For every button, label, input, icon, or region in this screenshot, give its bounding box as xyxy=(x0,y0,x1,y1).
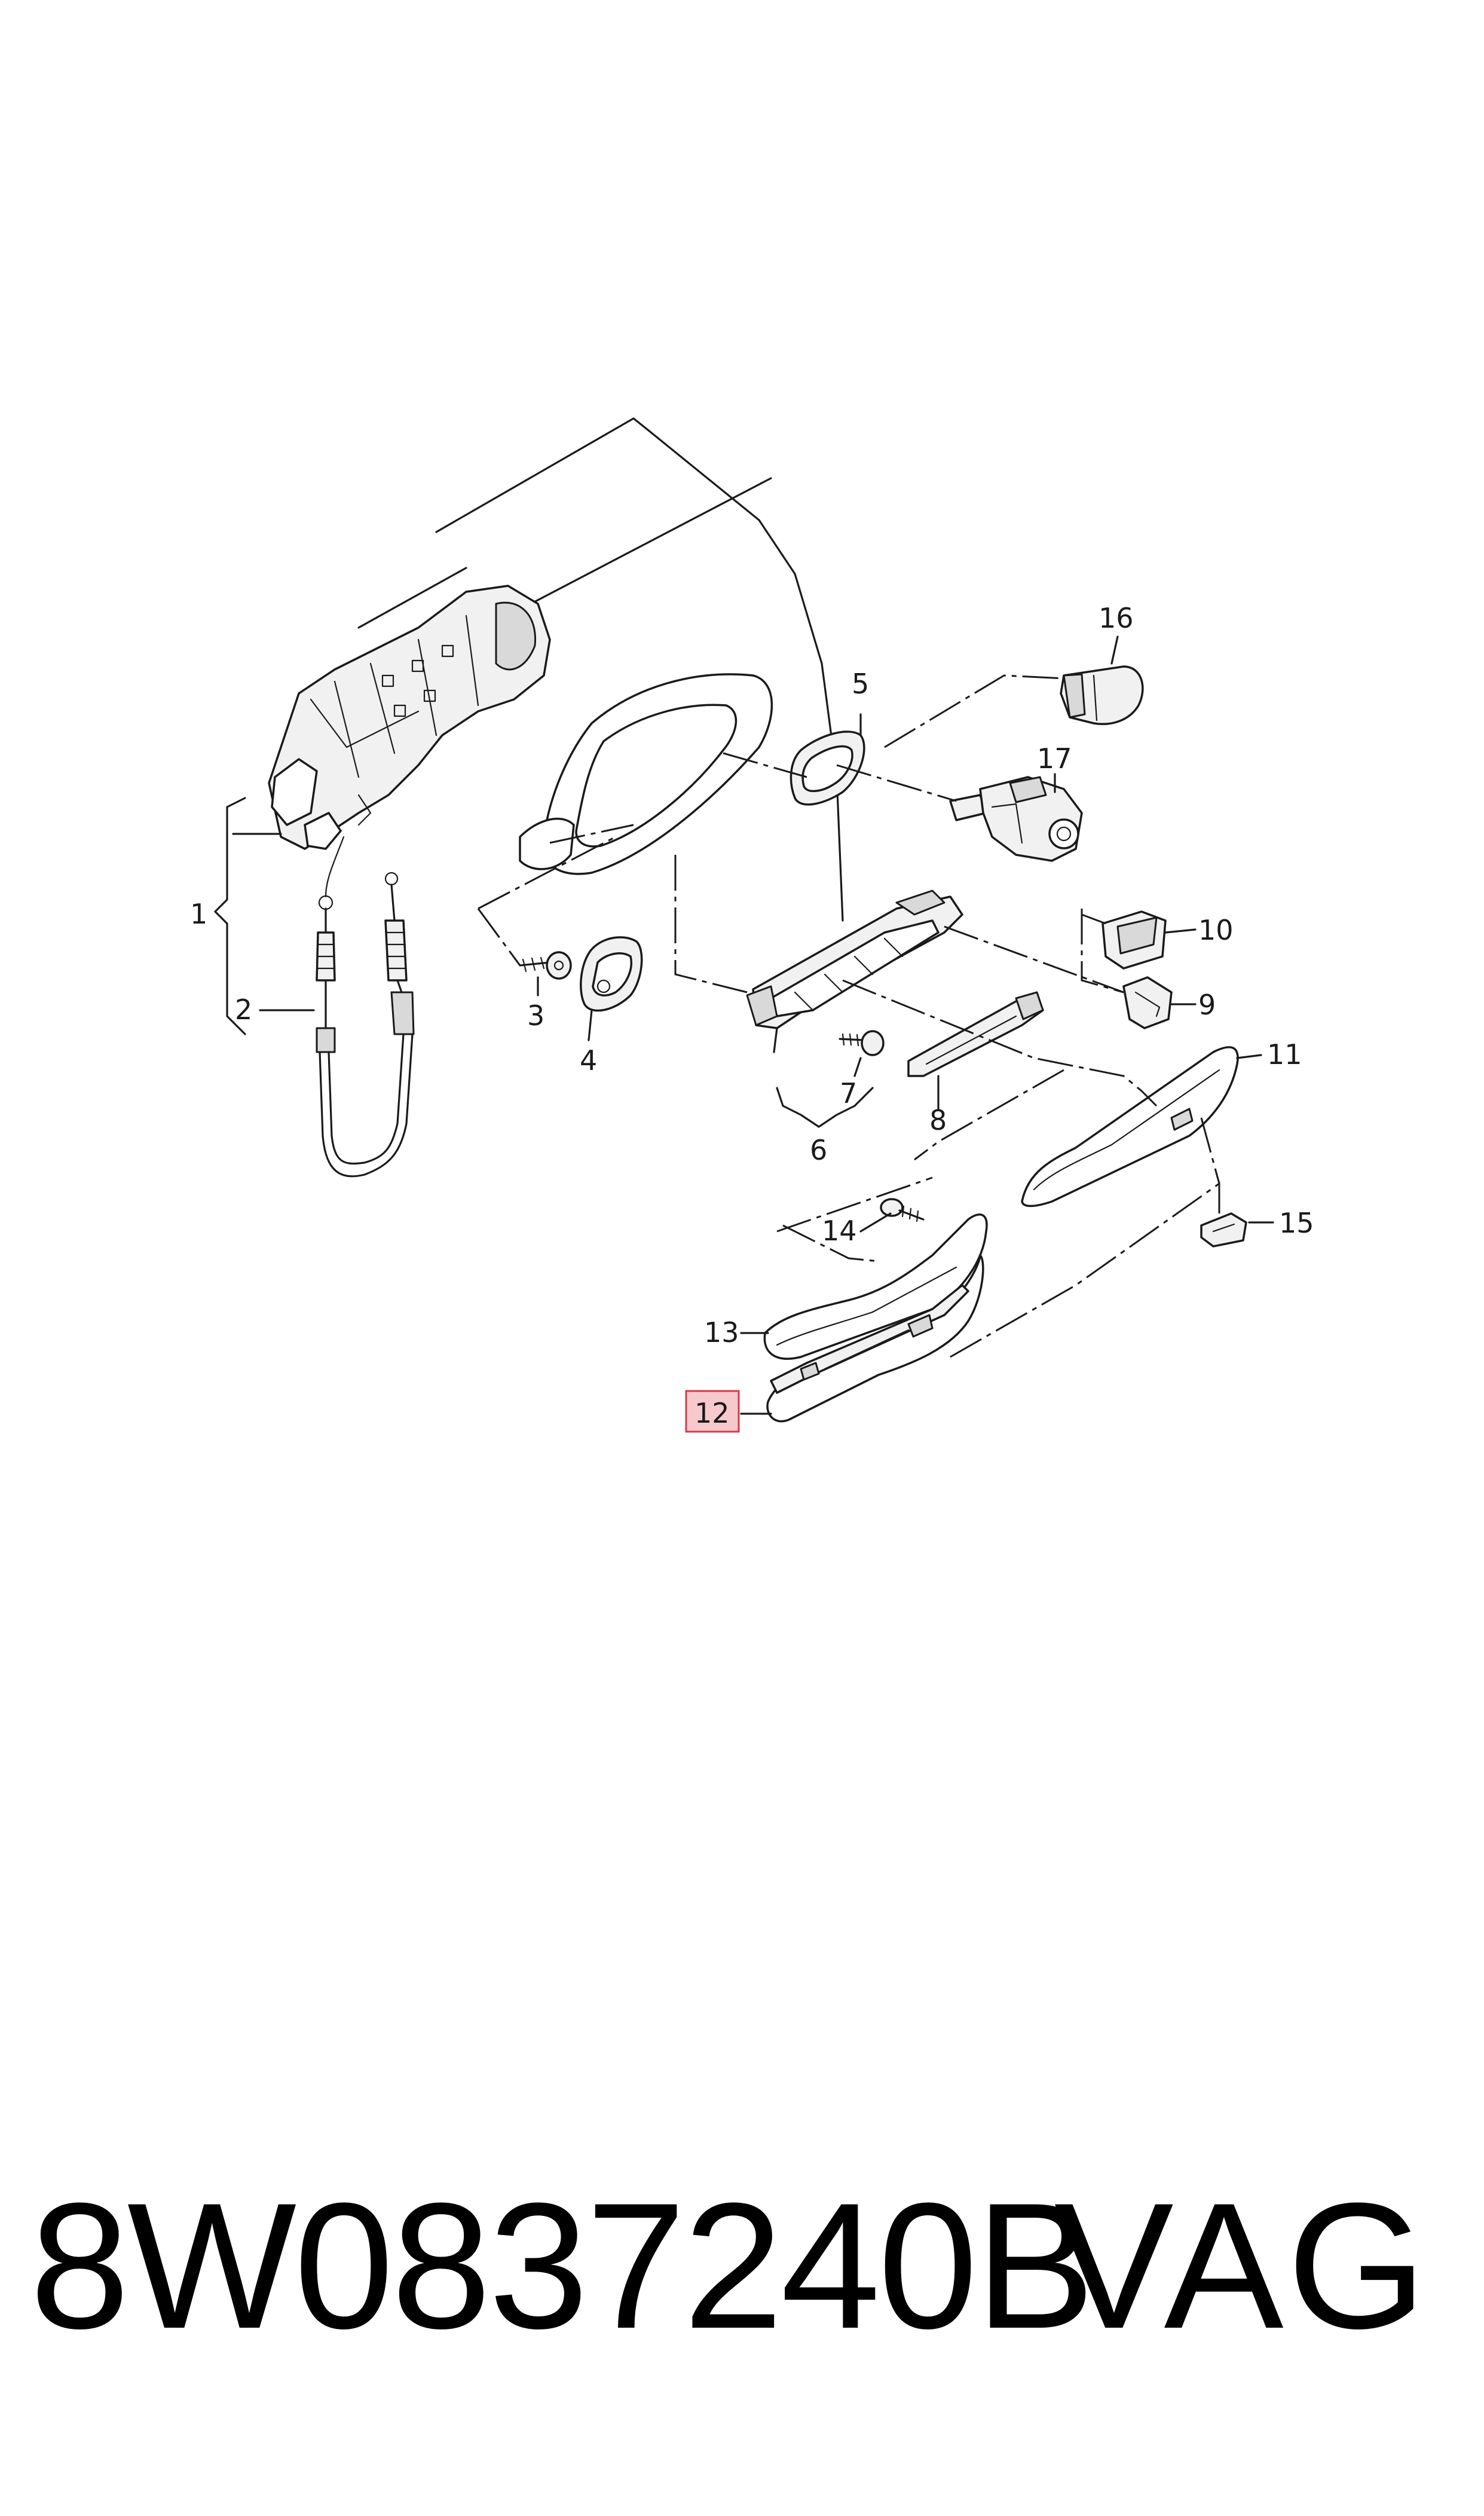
part-16-cap xyxy=(1060,665,1144,725)
part-4-seal-plate xyxy=(580,936,643,1012)
callout-leaders xyxy=(214,635,1274,1415)
callout-12-highlight xyxy=(685,1390,740,1433)
part-8-lever xyxy=(907,991,1044,1077)
callout-14: 14 xyxy=(822,1215,857,1247)
brand-name: VAG xyxy=(1054,2165,1430,2366)
part-17-lock-cylinder xyxy=(949,776,1083,862)
callout-labels: 1 2 3 4 5 6 7 8 9 10 11 12 13 14 15 16 1… xyxy=(190,602,1314,1433)
part-10-bracket xyxy=(1101,910,1167,970)
part-3-screw xyxy=(519,951,572,980)
callout-12: 12 xyxy=(694,1397,730,1429)
part-number: 8W0837240B xyxy=(30,2165,1095,2366)
handle-recess xyxy=(519,673,773,875)
callout-8: 8 xyxy=(929,1104,947,1136)
callout-11: 11 xyxy=(1267,1038,1302,1071)
callout-17: 17 xyxy=(1037,742,1072,775)
part-15-small-clip xyxy=(1200,1212,1247,1248)
callout-15: 15 xyxy=(1279,1207,1314,1239)
assembly-lines xyxy=(477,674,1220,1358)
part-13-handle-body xyxy=(763,1213,988,1360)
callout-7: 7 xyxy=(840,1077,857,1109)
footer: 8W0837240B VAG xyxy=(0,2152,1484,2379)
callout-3: 3 xyxy=(527,999,544,1032)
callout-16: 16 xyxy=(1099,602,1134,634)
callout-5: 5 xyxy=(852,668,869,700)
callout-4: 4 xyxy=(580,1044,597,1077)
part-6-handle-carrier xyxy=(746,889,963,1053)
callout-9: 9 xyxy=(1198,989,1216,1021)
callout-10: 10 xyxy=(1198,914,1234,946)
part-14-screw xyxy=(880,1198,925,1222)
part-5-cylinder-gasket xyxy=(790,730,865,806)
part-7-screw xyxy=(839,1030,885,1056)
callout-1: 1 xyxy=(190,898,207,930)
callout-13: 13 xyxy=(704,1316,739,1349)
part-9-clip xyxy=(1122,976,1173,1029)
callout-2: 2 xyxy=(235,993,252,1026)
callout-6: 6 xyxy=(810,1134,827,1166)
part-12-handle-base xyxy=(766,1254,984,1423)
part-1-door-lock xyxy=(268,585,551,850)
part-2-bowden-cable xyxy=(316,836,415,1178)
part-11-handle-cover xyxy=(1021,1046,1239,1207)
